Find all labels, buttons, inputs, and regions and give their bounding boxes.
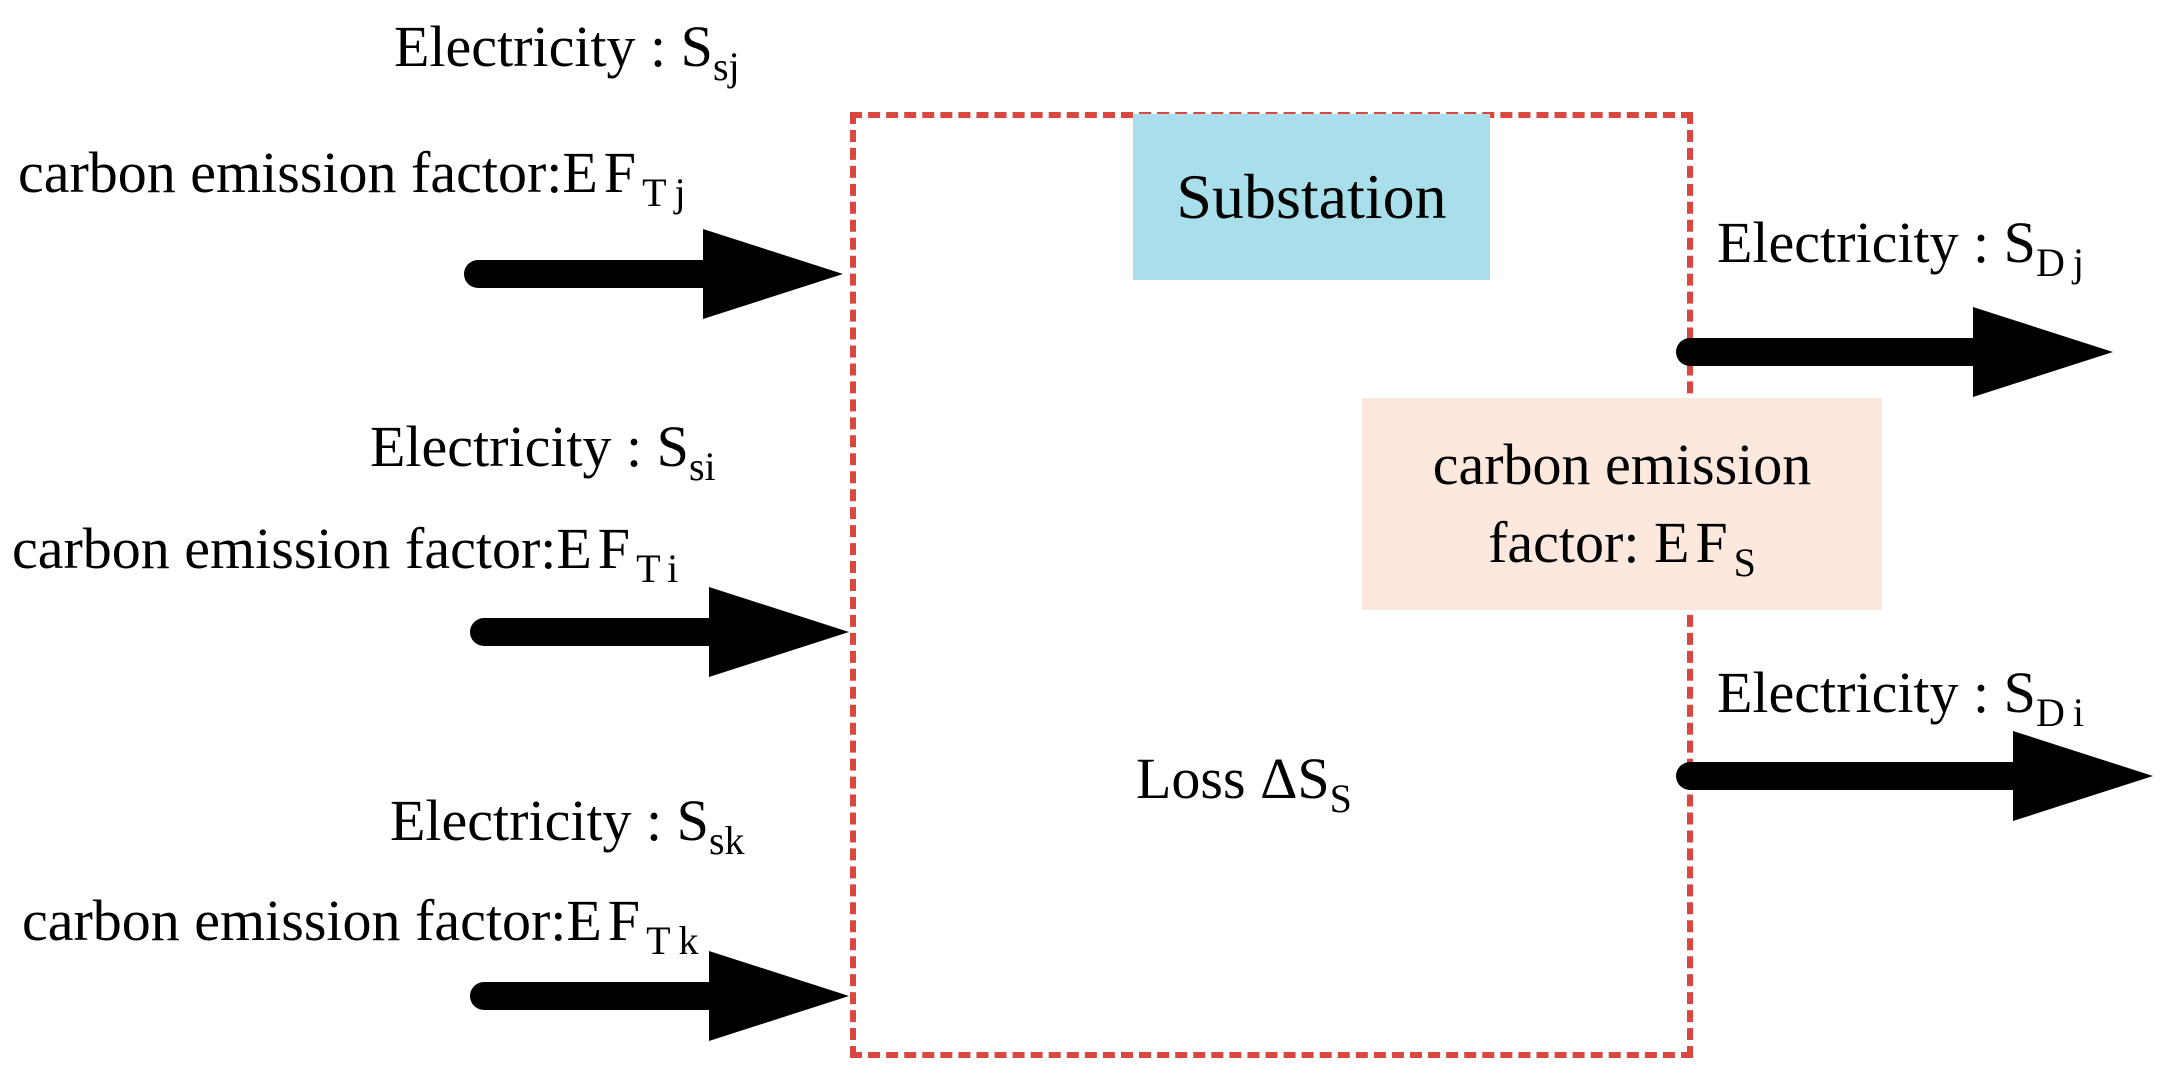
output-1-electricity: Electricity : SDj (1717, 210, 2092, 285)
loss-subscript: S (1329, 776, 1352, 821)
input-arrow-2 (470, 587, 849, 677)
substation-factor-box: carbon emission factor: EFS (1362, 398, 1882, 610)
loss-symbol: ΔS (1260, 746, 1330, 811)
input-3-electricity: Electricity : Ssk (390, 788, 745, 863)
input-1-factor: carbon emission factor:EFTj (18, 140, 694, 215)
loss-label: Loss ΔSS (1136, 746, 1352, 821)
input-3-factor: carbon emission factor:EFTk (22, 888, 707, 963)
substation-title-box: Substation (1133, 114, 1490, 280)
input-1-electricity: Electricity : Ssj (394, 14, 740, 89)
substation-factor-line2: factor: EFS (1488, 510, 1756, 585)
substation-factor-symbol: EF (1653, 510, 1734, 575)
substation-factor-subscript: S (1733, 540, 1756, 585)
output-2-electricity: Electricity : SDi (1717, 660, 2092, 735)
output-arrow-1 (1676, 307, 2113, 397)
input-2-electricity: Electricity : Ssi (370, 414, 716, 489)
input-arrow-1 (464, 229, 843, 319)
input-arrow-3 (470, 951, 849, 1041)
substation-title: Substation (1176, 161, 1447, 232)
substation-factor-line1: carbon emission (1432, 431, 1812, 497)
input-2-factor: carbon emission factor:EFTi (12, 516, 687, 591)
output-arrow-2 (1676, 731, 2153, 821)
